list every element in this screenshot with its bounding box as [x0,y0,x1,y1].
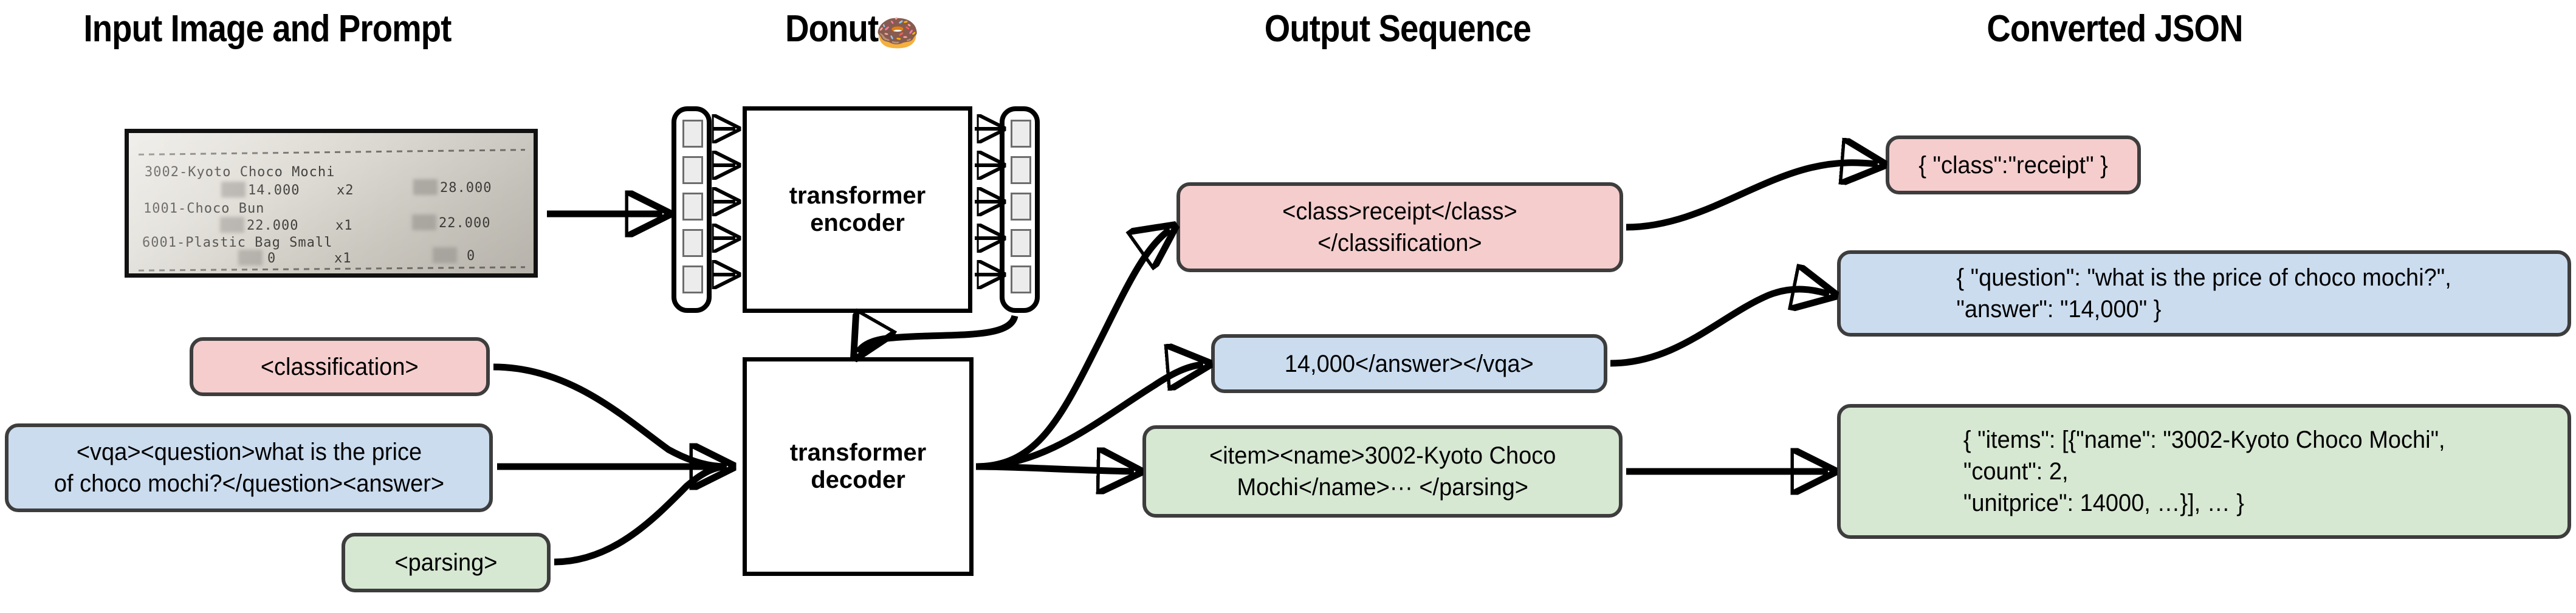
json-classification-text: { "class":"receipt" } [1918,151,2108,179]
output-classification-text: <class>receipt</class> </classification> [1282,198,1517,256]
arrow-output-to-json-classification [1626,163,1878,231]
encoder-input-token-strip [671,106,712,313]
receipt-redaction-3 [238,250,263,265]
column-title-input: Input Image and Prompt [32,7,503,50]
arrow-encoder-to-decoder [858,316,1018,352]
receipt-photo: 3002-Kyoto Choco Mochi 14.000 x2 28.000 … [125,129,538,278]
arrow-output-to-json-vqa [1610,289,1829,367]
receipt-line-2-count: x1 [335,218,353,233]
output-vqa-text: 14,000</answer></vqa> [1285,350,1534,377]
encoder-input-token [682,156,703,184]
output-classification-box[interactable]: <class>receipt</class> </classification> [1176,182,1623,272]
prompt-classification-text: <classification> [261,353,419,380]
encoder-output-token [1011,120,1031,148]
prompt-vqa-text: <vqa><question>what is the price of choc… [53,439,444,497]
prompt-parsing-text: <parsing> [394,549,498,576]
receipt-line-1: 3002-Kyoto Choco Mochi [145,165,335,180]
json-vqa-text: { "question": "what is the price of choc… [1956,264,2452,323]
arrow-prompt-parsing-to-decoder [554,467,727,566]
receipt-redaction-3b [433,247,457,263]
receipt-line-3: 6001-Plastic Bag Small [142,235,333,250]
transformer-encoder-label: transformer encoder [789,182,926,236]
prompt-classification-box[interactable]: <classification> [190,337,490,396]
receipt-divider-bottom [138,266,526,272]
receipt-line-2: 1001-Choco Bun [143,201,265,216]
transformer-encoder-box: transformer encoder [743,106,972,313]
encoder-output-token [1011,193,1031,221]
receipt-redaction-2b [412,214,436,230]
encoder-input-token [682,120,703,148]
output-parsing-box[interactable]: <item><name>3002-Kyoto Choco Mochi</name… [1142,425,1623,518]
output-vqa-box[interactable]: 14,000</answer></vqa> [1211,334,1607,393]
json-vqa-box[interactable]: { "question": "what is the price of choc… [1837,250,2571,337]
transformer-decoder-box: transformer decoder [743,357,974,576]
receipt-line-3-total: 0 [467,248,476,264]
arrow-prompt-classification-to-decoder [493,363,727,467]
column-title-model-text: Donut [785,8,879,50]
json-classification-box[interactable]: { "class":"receipt" } [1886,135,2141,194]
output-parsing-text: <item><name>3002-Kyoto Choco Mochi</name… [1209,442,1556,501]
encoder-input-token [682,229,703,257]
receipt-line-3-count: x1 [334,251,352,266]
column-title-output: Output Sequence [1157,7,1638,50]
receipt-redaction-1b [413,179,438,195]
receipt-line-1-total: 28.000 [440,180,492,196]
receipt-line-3-price: 0 [267,251,276,266]
receipt-redaction-1 [221,182,246,197]
encoder-input-token [682,265,703,293]
prompt-parsing-box[interactable]: <parsing> [342,533,551,592]
receipt-line-2-total: 22.000 [439,216,491,231]
json-parsing-box[interactable]: { "items": [{"name": "3002-Kyoto Choco M… [1837,404,2571,539]
column-title-output-text: Output Sequence [1264,8,1531,50]
encoder-output-token [1011,156,1031,184]
encoder-output-token-strip [1000,106,1040,313]
receipt-redaction-2 [220,217,244,233]
receipt-divider-top [139,149,525,156]
receipt-line-1-count: x2 [337,183,354,198]
prompt-vqa-box[interactable]: <vqa><question>what is the price of choc… [5,423,493,512]
json-parsing-text: { "items": [{"name": "3002-Kyoto Choco M… [1963,426,2445,516]
encoder-output-token [1011,265,1031,293]
receipt-line-1-price: 14.000 [248,183,300,198]
column-title-json: Converted JSON [1874,7,2355,50]
donut-icon: 🍩 [875,13,919,53]
transformer-decoder-label: transformer decoder [789,439,927,493]
receipt-line-2-price: 22.000 [247,218,299,233]
encoder-input-token [682,193,703,221]
column-title-input-text: Input Image and Prompt [83,8,452,50]
arrow-decoder-to-output-parsing [975,467,1134,471]
column-title-json-text: Converted JSON [1987,8,2243,50]
encoder-output-token [1011,229,1031,257]
column-title-model: Donut🍩 [679,7,1022,54]
